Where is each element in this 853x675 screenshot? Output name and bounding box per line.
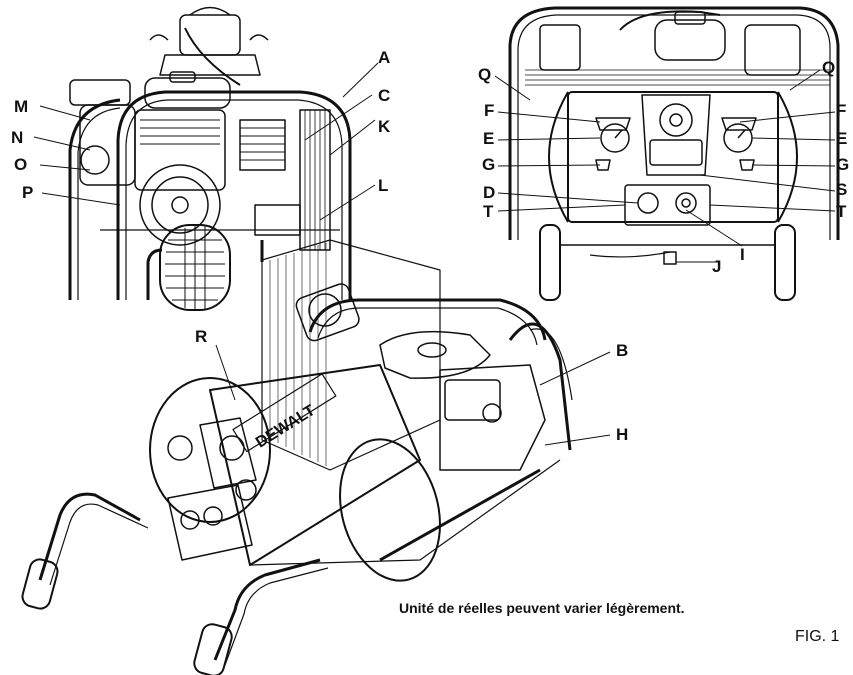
figure-caption: Unité de réelles peuvent varier légèreme…	[399, 600, 685, 616]
callout-d: D	[483, 183, 495, 202]
callout-q-left: Q	[478, 65, 491, 84]
callout-p: P	[22, 183, 33, 202]
callout-g-left: G	[482, 155, 495, 174]
rear-view	[508, 6, 840, 301]
callout-h: H	[616, 425, 628, 444]
callout-l: L	[378, 176, 388, 195]
callout-t-left: T	[483, 202, 494, 221]
callout-j: J	[712, 257, 721, 276]
callout-f-left: F	[484, 101, 494, 120]
callout-m: M	[14, 97, 28, 116]
callout-t-right: T	[836, 202, 847, 221]
callout-b: B	[616, 341, 628, 360]
callout-r: R	[195, 327, 207, 346]
callout-f-right: F	[836, 101, 846, 120]
isometric-view	[21, 239, 573, 675]
callout-e-right: E	[836, 129, 847, 148]
figure-number: FIG. 1	[795, 628, 840, 645]
callout-k: K	[378, 117, 391, 136]
callout-q-right: Q	[822, 58, 835, 77]
callout-labels: A B C K L M N O P Q Q F F E E G G S D T …	[11, 48, 849, 451]
callout-a: A	[378, 48, 390, 67]
callout-i: I	[740, 245, 745, 264]
callout-c: C	[378, 86, 390, 105]
callout-n: N	[11, 128, 23, 147]
front-view	[68, 6, 352, 311]
leader-lines	[33, 62, 836, 446]
callout-o: O	[14, 155, 27, 174]
callout-e-left: E	[483, 129, 494, 148]
callout-s: S	[836, 180, 847, 199]
callout-g-right: G	[836, 155, 849, 174]
